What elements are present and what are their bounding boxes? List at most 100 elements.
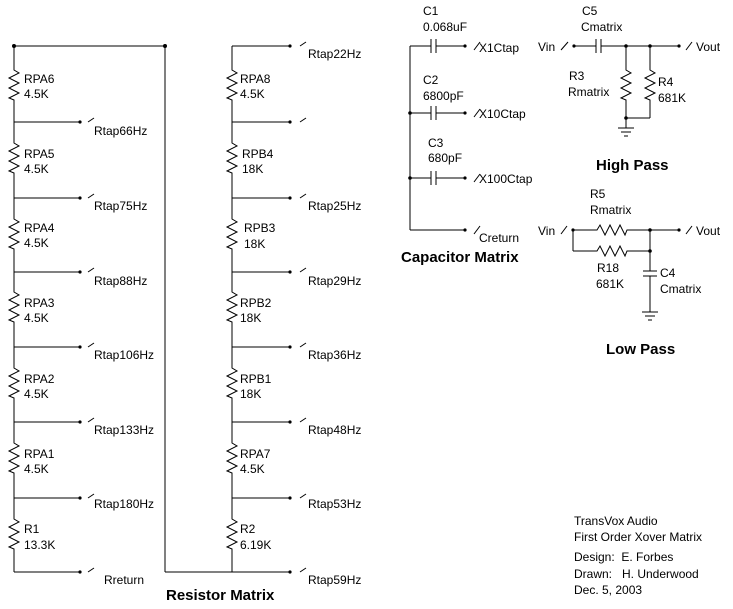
tap-label: Rtap29Hz: [308, 274, 361, 288]
resistor-value-label: 4.5K: [240, 462, 265, 476]
resistor-ref-label: R5: [590, 187, 606, 201]
resistor-ref-label: RPA1: [24, 447, 55, 461]
resistor-r4: [643, 68, 657, 102]
right-tap-wires: [232, 41, 307, 574]
vin-label: Vin: [538, 40, 555, 54]
resistor-value-label: Rmatrix: [568, 85, 609, 99]
tap-label: Rtap22Hz: [308, 47, 361, 61]
resistor-ref-label: RPA8: [240, 72, 271, 86]
vout-label: Vout: [696, 40, 721, 54]
resistor-rpb3: [225, 217, 239, 251]
resistor-ref-label: RPA2: [24, 372, 55, 386]
resistor-r1: [7, 517, 21, 551]
resistor-r2: [225, 517, 239, 551]
capacitor-ref-label: C3: [428, 136, 444, 150]
resistor-ref-label: RPA7: [240, 447, 271, 461]
resistor-ref-label: RPB3: [244, 221, 276, 235]
resistor-rpa4: [7, 217, 21, 251]
resistor-value-label: Rmatrix: [590, 203, 631, 217]
tap-label: X1Ctap: [479, 41, 519, 55]
resistor-ref-label: RPB1: [240, 372, 272, 386]
resistor-r5: [595, 223, 629, 237]
resistor-r18: [595, 244, 629, 258]
resistor-ref-label: R1: [24, 522, 40, 536]
capacitor-ref-label: C1: [423, 4, 439, 18]
resistor-ref-label: R4: [658, 75, 674, 89]
capacitor-value-label: Cmatrix: [660, 282, 701, 296]
resistor-value-label: 4.5K: [24, 462, 49, 476]
date-line: Dec. 5, 2003: [574, 583, 642, 597]
left-tap-labels: Rtap66Hz Rtap75Hz Rtap88Hz Rtap106Hz Rta…: [94, 124, 154, 587]
resistor-rpa6: [7, 68, 21, 102]
capacitor-matrix: C1 0.068uF X1Ctap C2 6800pF X10Ctap C3 6…: [401, 4, 533, 266]
right-tap-labels: Rtap22Hz Rtap25Hz Rtap29Hz Rtap36Hz Rtap…: [308, 47, 361, 587]
resistor-ref-label: RPB2: [240, 296, 272, 310]
resistor-value-label: 681K: [596, 277, 624, 291]
tap-label: X100Ctap: [479, 172, 533, 186]
resistor-ref-label: R18: [597, 261, 619, 275]
resistor-ref-label: R2: [240, 522, 256, 536]
tap-label: Rtap180Hz: [94, 497, 154, 511]
resistor-value-label: 681K: [658, 91, 686, 105]
tap-label: Rtap106Hz: [94, 348, 154, 362]
right-resistor-column: [225, 46, 239, 572]
designer-line: Design: E. Forbes: [574, 550, 673, 564]
tap-label: Rtap59Hz: [308, 573, 361, 587]
capacitor-ref-label: C5: [582, 4, 598, 18]
resistor-ref-label: RPA3: [24, 296, 55, 310]
resistor-rpb4: [225, 141, 239, 175]
resistor-ref-label: RPA4: [24, 221, 55, 235]
resistor-ref-label: RPA5: [24, 147, 55, 161]
tap-label: Rtap36Hz: [308, 348, 361, 362]
resistor-value-label: 18K: [242, 162, 263, 176]
high-pass-filter: Vin Vout C5 Cmatrix R3 Rmatrix R4 681K: [538, 4, 721, 174]
ground-icon: [642, 311, 658, 321]
resistor-ref-label: RPA6: [24, 72, 55, 86]
resistor-ref-label: R3: [569, 69, 585, 83]
resistor-rpa1: [7, 441, 21, 475]
tap-label: Rtap88Hz: [94, 274, 147, 288]
resistor-rpb1: [225, 366, 239, 400]
tap-label: Rreturn: [104, 573, 144, 587]
ground-icon: [618, 127, 634, 137]
resistor-value-label: 6.19K: [240, 538, 271, 552]
capacitor-value-label: Cmatrix: [581, 20, 622, 34]
resistor-value-label: 4.5K: [24, 162, 49, 176]
low-pass-filter: Vin Vout R5 Rmatrix R18 681K C4 Cmatrix …: [538, 187, 721, 358]
resistor-value-label: 13.3K: [24, 538, 55, 552]
high-pass-title: High Pass: [596, 157, 669, 174]
right-column-labels: RPA8 4.5K RPB4 18K RPB3 18K RPB2 18K RPB…: [240, 72, 276, 552]
left-column-labels: RPA6 4.5K RPA5 4.5K RPA4 4.5K RPA3 4.5K …: [24, 72, 55, 552]
resistor-value-label: 4.5K: [24, 236, 49, 250]
drafter-line: Drawn: H. Underwood: [574, 567, 699, 581]
resistor-rpa8: [225, 68, 239, 102]
resistor-value-label: 4.5K: [24, 311, 49, 325]
capacitor-value-label: 6800pF: [423, 89, 464, 103]
resistor-value-label: 18K: [240, 387, 261, 401]
left-resistor-column: [7, 46, 21, 572]
tap-label: Rtap133Hz: [94, 423, 154, 437]
resistor-rpa5: [7, 141, 21, 175]
resistor-matrix: RPA6 4.5K RPA5 4.5K RPA4 4.5K RPA3 4.5K …: [7, 41, 361, 604]
tap-label: Creturn: [479, 231, 519, 245]
resistor-rpb2: [225, 290, 239, 324]
low-pass-title: Low Pass: [606, 341, 675, 358]
vout-label: Vout: [696, 224, 721, 238]
resistor-rpa2: [7, 366, 21, 400]
capacitor-value-label: 680pF: [428, 151, 462, 165]
resistor-matrix-title: Resistor Matrix: [166, 587, 275, 604]
capacitor-matrix-title: Capacitor Matrix: [401, 249, 519, 266]
resistor-value-label: 18K: [240, 311, 261, 325]
company-name: TransVox Audio: [574, 514, 658, 528]
resistor-rpa7: [225, 441, 239, 475]
tap-label: Rtap66Hz: [94, 124, 147, 138]
capacitor-ref-label: C4: [660, 266, 676, 280]
tap-label: Rtap25Hz: [308, 199, 361, 213]
resistor-value-label: 18K: [244, 237, 265, 251]
tap-label: Rtap53Hz: [308, 497, 361, 511]
capacitor-value-label: 0.068uF: [423, 20, 467, 34]
resistor-value-label: 4.5K: [24, 87, 49, 101]
tap-label: Rtap48Hz: [308, 423, 361, 437]
tap-label: X10Ctap: [479, 107, 526, 121]
